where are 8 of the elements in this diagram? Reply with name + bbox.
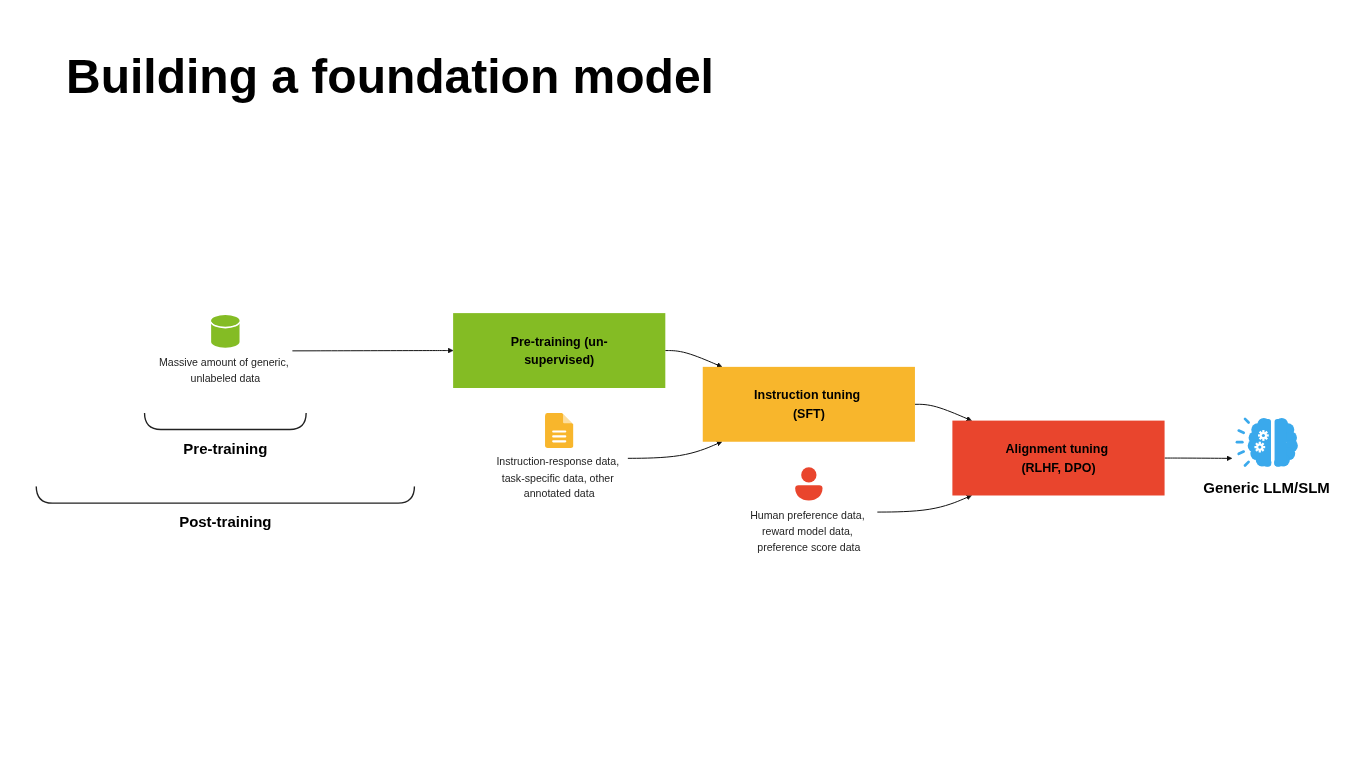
node-box: Instruction tuning (SFT) — [702, 366, 915, 442]
arrow — [1164, 455, 1233, 462]
title: Building a foundation model — [66, 49, 714, 105]
node-box: Pre-training (un-supervised) — [453, 313, 666, 388]
node-box: Alignment tuning (RLHF, DPO) — [952, 420, 1165, 496]
arrow — [914, 403, 972, 422]
arrow — [664, 350, 723, 368]
arrow — [291, 347, 454, 354]
